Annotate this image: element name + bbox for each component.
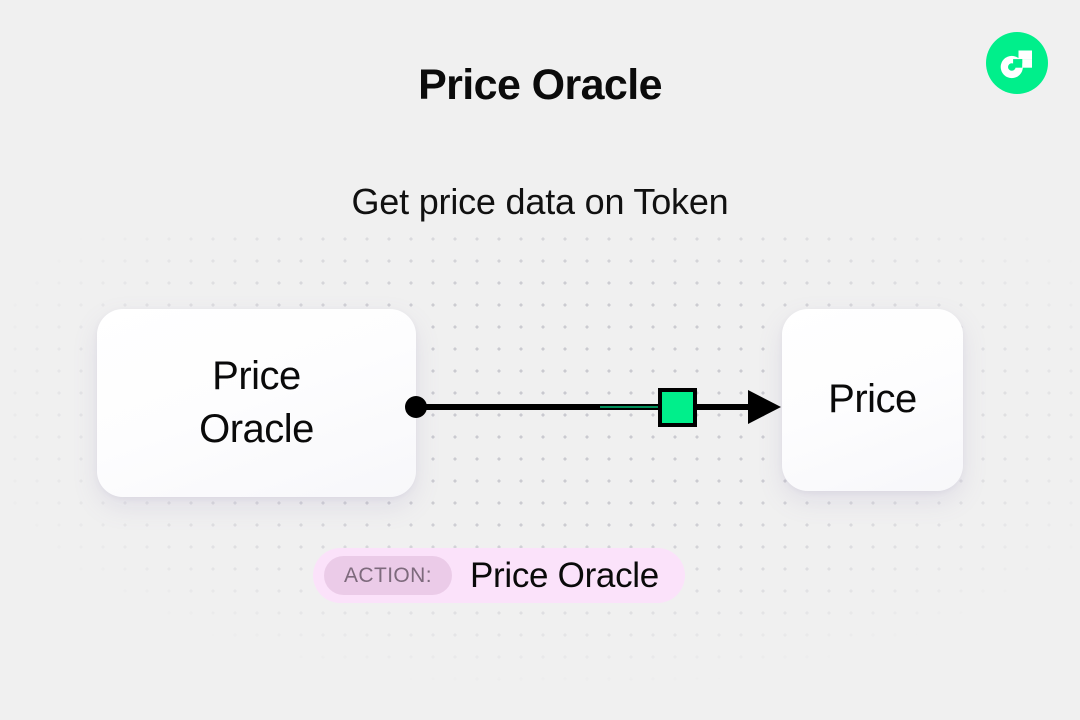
node-price-oracle-label: Price Oracle	[199, 353, 314, 451]
node-price-label: Price	[828, 377, 917, 422]
action-badge[interactable]: ACTION: Price Oracle	[313, 548, 685, 603]
action-badge-value: Price Oracle	[469, 555, 659, 595]
flow-logo-icon	[986, 32, 1048, 94]
arrowhead-icon	[748, 390, 781, 424]
page-title: Price Oracle	[418, 61, 662, 109]
page-subtitle: Get price data on Token	[351, 181, 729, 222]
green-square-marker-icon[interactable]	[658, 388, 697, 427]
node-price[interactable]: Price	[782, 309, 963, 491]
action-badge-key: ACTION:	[324, 556, 452, 595]
node-price-oracle[interactable]: Price Oracle	[97, 309, 416, 497]
